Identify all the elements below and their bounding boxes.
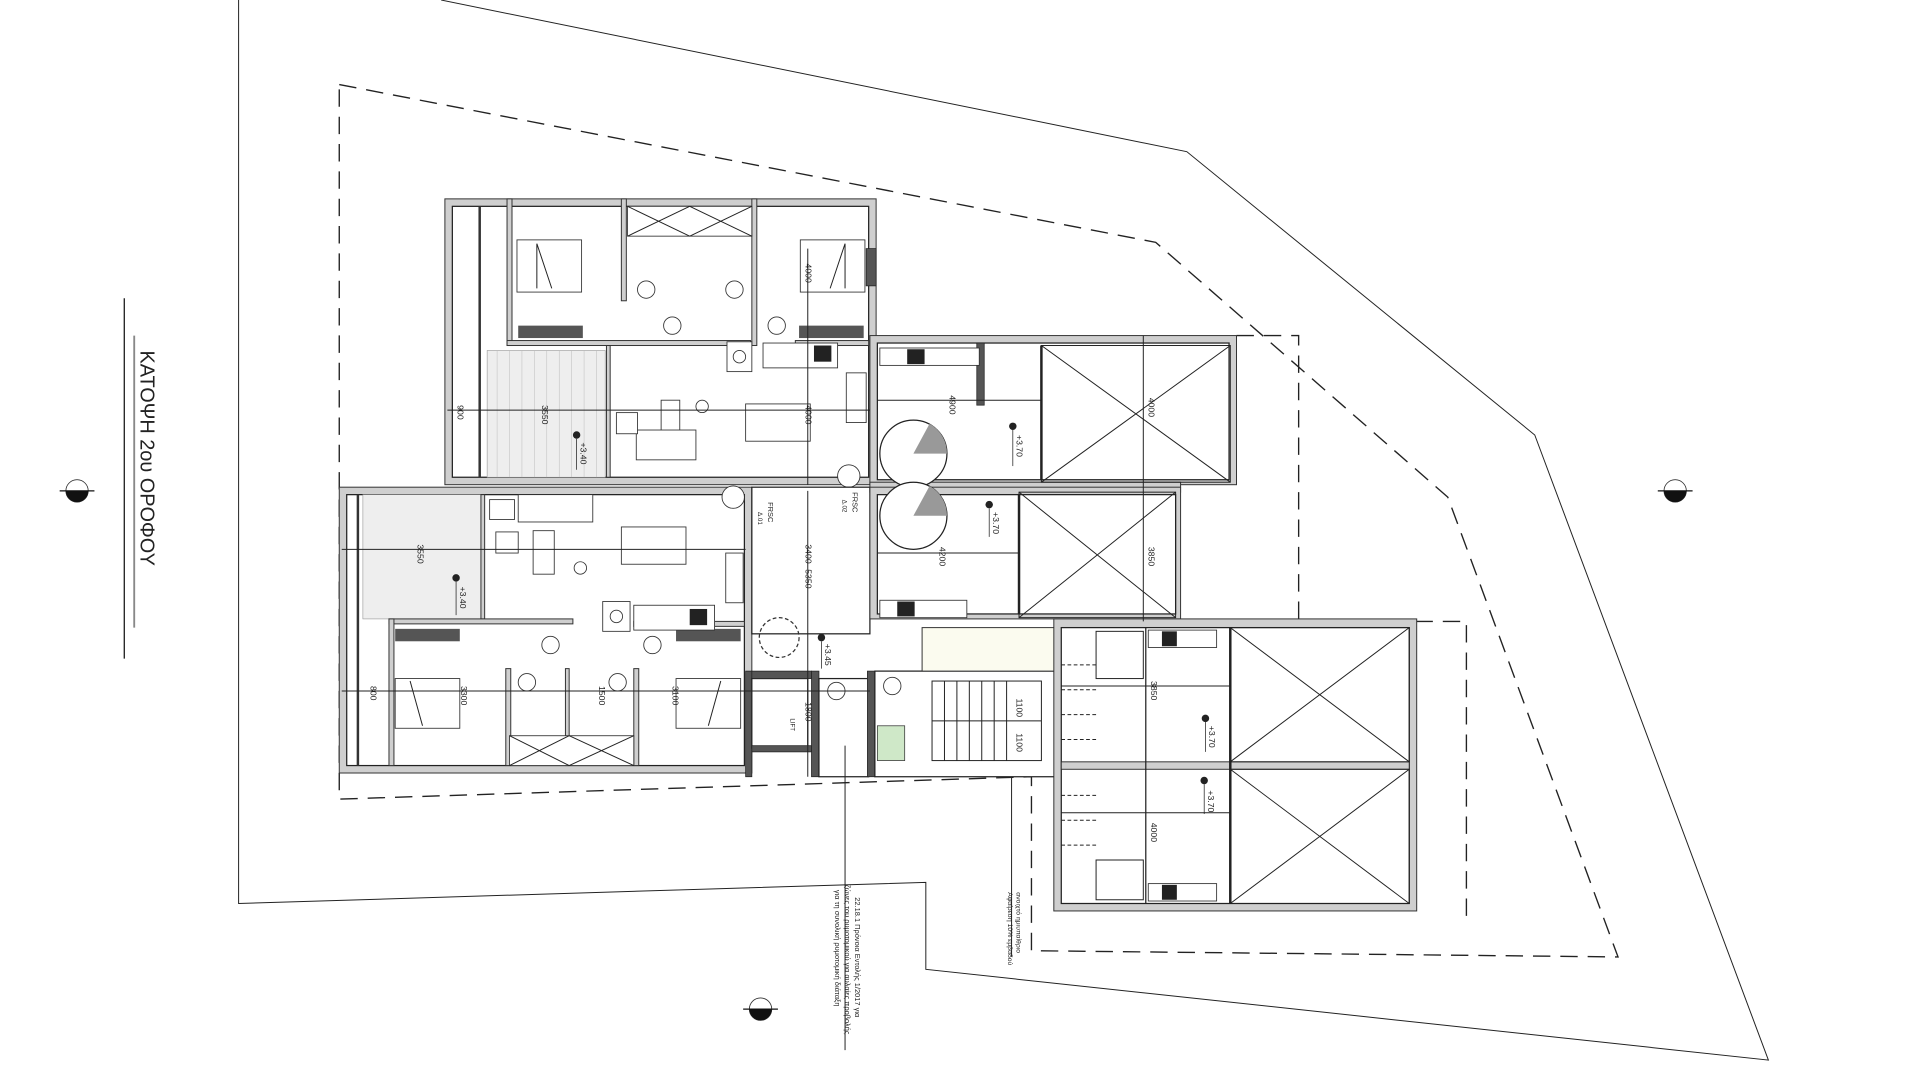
dim-unit-a-balcony: 900 xyxy=(455,405,465,420)
dim-unit-b-bedroom-1: 3300 xyxy=(459,686,469,705)
dim-corridor-length: 5350 xyxy=(803,569,813,588)
note-2-line-2: Αφαίρεση 10% εμβαδού xyxy=(1006,892,1014,965)
dim-unit-b-bath: 1500 xyxy=(597,686,607,705)
note-1-line-2: ζώνες του ρυμοτομικού για αυλαίες προβολ… xyxy=(843,885,852,1035)
common-core xyxy=(745,486,1057,778)
level-unit-a: +3.40 xyxy=(578,442,588,464)
dim-unit-a-living-width: 3550 xyxy=(540,405,550,424)
section-marker-right xyxy=(1657,479,1693,503)
fire-code-1: Δ.01 xyxy=(756,512,763,525)
level-right-4: +3.70 xyxy=(1206,790,1216,812)
level-marker xyxy=(1009,422,1017,467)
dim-upper-right-void-1: 4000 xyxy=(1146,398,1156,417)
dim-unit-b-balcony: 800 xyxy=(368,686,378,701)
site-boundary xyxy=(238,0,1770,1061)
dim-unit-a-living-depth: 4000 xyxy=(803,405,813,424)
dim-stair-1: 1100 xyxy=(1015,698,1025,717)
level-marker xyxy=(572,431,581,470)
level-right-1: +3.70 xyxy=(1015,435,1025,457)
dim-upper-right-void-2: 3850 xyxy=(1146,547,1156,566)
dim-unit-b-bedroom-2: 3100 xyxy=(670,686,680,705)
setback-line-inner xyxy=(1236,334,1468,920)
level-marker xyxy=(985,500,993,537)
dim-lower-right-1: 3850 xyxy=(1149,681,1159,700)
setback-line xyxy=(338,83,1620,958)
dim-stair-2: 1100 xyxy=(1015,733,1025,752)
level-marker xyxy=(1200,776,1208,815)
upper-right-units xyxy=(869,335,1238,620)
lift-label: LIFT xyxy=(788,718,795,731)
level-right-2: +3.70 xyxy=(991,512,1001,534)
lower-right-units xyxy=(1053,618,1418,912)
dim-unit-a-bedroom: 4000 xyxy=(803,263,813,282)
fire-code-2: Δ.02 xyxy=(841,500,848,513)
level-marker xyxy=(452,574,460,616)
dim-unit-b-living-width: 3550 xyxy=(416,544,426,563)
dimension-lines xyxy=(341,248,1231,1051)
level-corridor: +3.45 xyxy=(823,644,833,666)
fire-label-2: FRSC xyxy=(851,492,860,513)
level-unit-b: +3.40 xyxy=(458,587,468,609)
level-marker xyxy=(817,633,826,669)
unit-a xyxy=(444,198,877,488)
note-2-line-1: ανοιχτό ημιυπαίθριο xyxy=(1015,892,1023,953)
level-right-3: +3.70 xyxy=(1207,726,1217,748)
dim-upper-right-2: 4200 xyxy=(937,547,947,566)
unit-b xyxy=(338,485,753,774)
note-1-line-1: 22.18.1 Πρόνοια Εντολής 1/2017 για xyxy=(853,897,862,1018)
dim-lower-right-2: 4000 xyxy=(1149,823,1159,842)
section-marker-bottom xyxy=(743,997,778,1021)
fire-label-1: FRSC xyxy=(766,502,775,523)
section-marker-left xyxy=(59,479,95,503)
level-marker xyxy=(1201,714,1210,752)
plan-title: ΚΑΤΟΨΗ 2ου ΟΡΟΦΟΥ xyxy=(135,350,157,565)
dim-corridor-width: 3400 xyxy=(803,544,813,563)
dim-upper-right-1: 4900 xyxy=(947,395,957,414)
note-1-line-3: για τη συνολική ρυμοτομική διάταξη xyxy=(833,890,842,1007)
dim-lift: 1800 xyxy=(803,702,813,721)
